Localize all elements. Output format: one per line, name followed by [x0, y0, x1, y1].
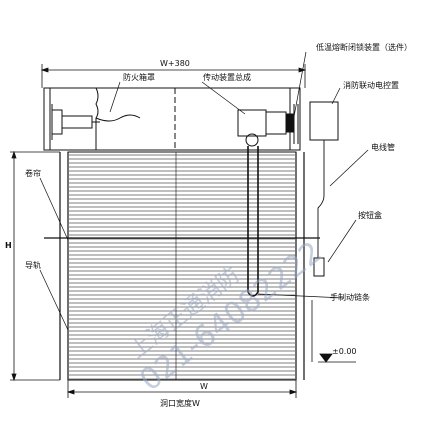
curtain-label: 卷帘	[25, 168, 41, 178]
button-box	[313, 257, 325, 277]
zero-level-label: ±0.00	[332, 347, 357, 356]
h-dimension	[10, 150, 60, 382]
bottom-dimension	[66, 380, 298, 398]
leader-lines	[39, 51, 369, 331]
top-dimension	[40, 64, 307, 88]
left-bracket	[51, 104, 100, 140]
guide-rail-label: 导轨	[25, 260, 41, 270]
fire-control-label: 消防联动电控置	[343, 80, 399, 90]
drive-assembly	[237, 104, 299, 147]
hand-chain	[247, 146, 259, 297]
fire-box-cover	[43, 87, 301, 151]
low-temp-lock-label: 低温熔断闭锁装置（选件）	[316, 42, 412, 52]
fire-control-box	[309, 101, 339, 141]
fire-box-label: 防火箱罩	[123, 72, 155, 82]
drive-label: 传动装置总成	[203, 72, 251, 82]
conduit	[317, 140, 325, 258]
guide-rails	[59, 152, 305, 380]
opening-width-label: 洞口宽度W	[160, 398, 200, 408]
h-dim-label: H	[5, 241, 12, 250]
opening-width-small: W	[200, 382, 208, 391]
hand-chain-label: 手制动链条	[330, 292, 370, 302]
top-dim-label: W+380	[160, 59, 190, 68]
zero-level-mark	[311, 300, 356, 363]
conduit-label: 电线管	[371, 142, 395, 152]
button-box-label: 按钮盒	[358, 210, 382, 220]
